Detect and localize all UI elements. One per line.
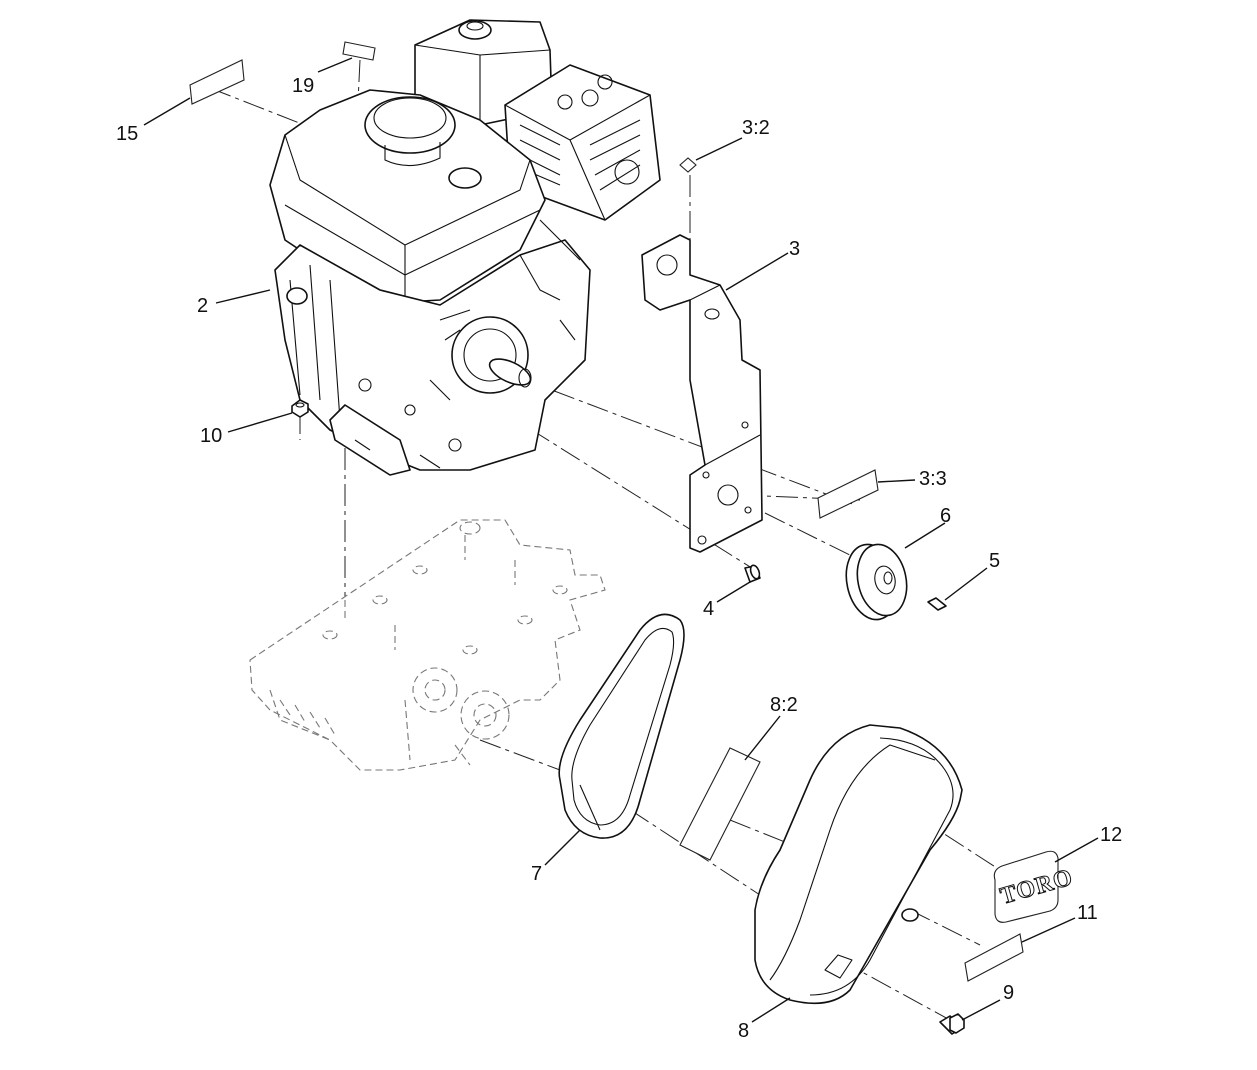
bolt-4	[744, 564, 761, 583]
bolt-9	[939, 1013, 965, 1035]
engine	[269, 19, 661, 476]
callout-12: 12	[1100, 824, 1122, 846]
pulley-6	[845, 543, 908, 621]
belt-cover-8	[754, 724, 963, 1005]
callout-11: 11	[1077, 902, 1098, 924]
callout-9: 9	[1003, 982, 1014, 1004]
toro-logo-plate: TORO	[993, 850, 1077, 923]
key-5	[927, 597, 947, 611]
callout-leaders	[143, 57, 1099, 1023]
callout-15: 15	[116, 123, 138, 145]
decal-15	[189, 59, 245, 105]
decal-8-2	[679, 747, 761, 861]
mount-bracket	[641, 234, 763, 553]
decal-19	[342, 41, 376, 61]
callout-3: 3	[789, 238, 800, 260]
gearbox-base-ghost	[249, 519, 606, 771]
decal-11	[964, 933, 1024, 982]
callout-2: 2	[197, 295, 208, 317]
callout-19: 19	[292, 75, 314, 97]
callout-8-2: 8:2	[770, 694, 798, 716]
decal-3-2	[679, 157, 697, 173]
v-belt-7	[558, 613, 685, 839]
nut-10	[291, 399, 309, 418]
callout-3-3: 3:3	[919, 468, 947, 490]
callout-10: 10	[200, 425, 222, 447]
callout-3-2: 3:2	[742, 117, 770, 139]
callout-5: 5	[989, 550, 1000, 572]
decal-3-3	[817, 469, 879, 519]
callout-7: 7	[531, 863, 542, 885]
callout-8: 8	[738, 1020, 749, 1042]
callout-4: 4	[703, 598, 714, 620]
callout-6: 6	[940, 505, 951, 527]
callout-labels: 15 19 2 10 3:2 3 3:3 6 5 4 8:2 7 12 11 9…	[116, 75, 1122, 1042]
